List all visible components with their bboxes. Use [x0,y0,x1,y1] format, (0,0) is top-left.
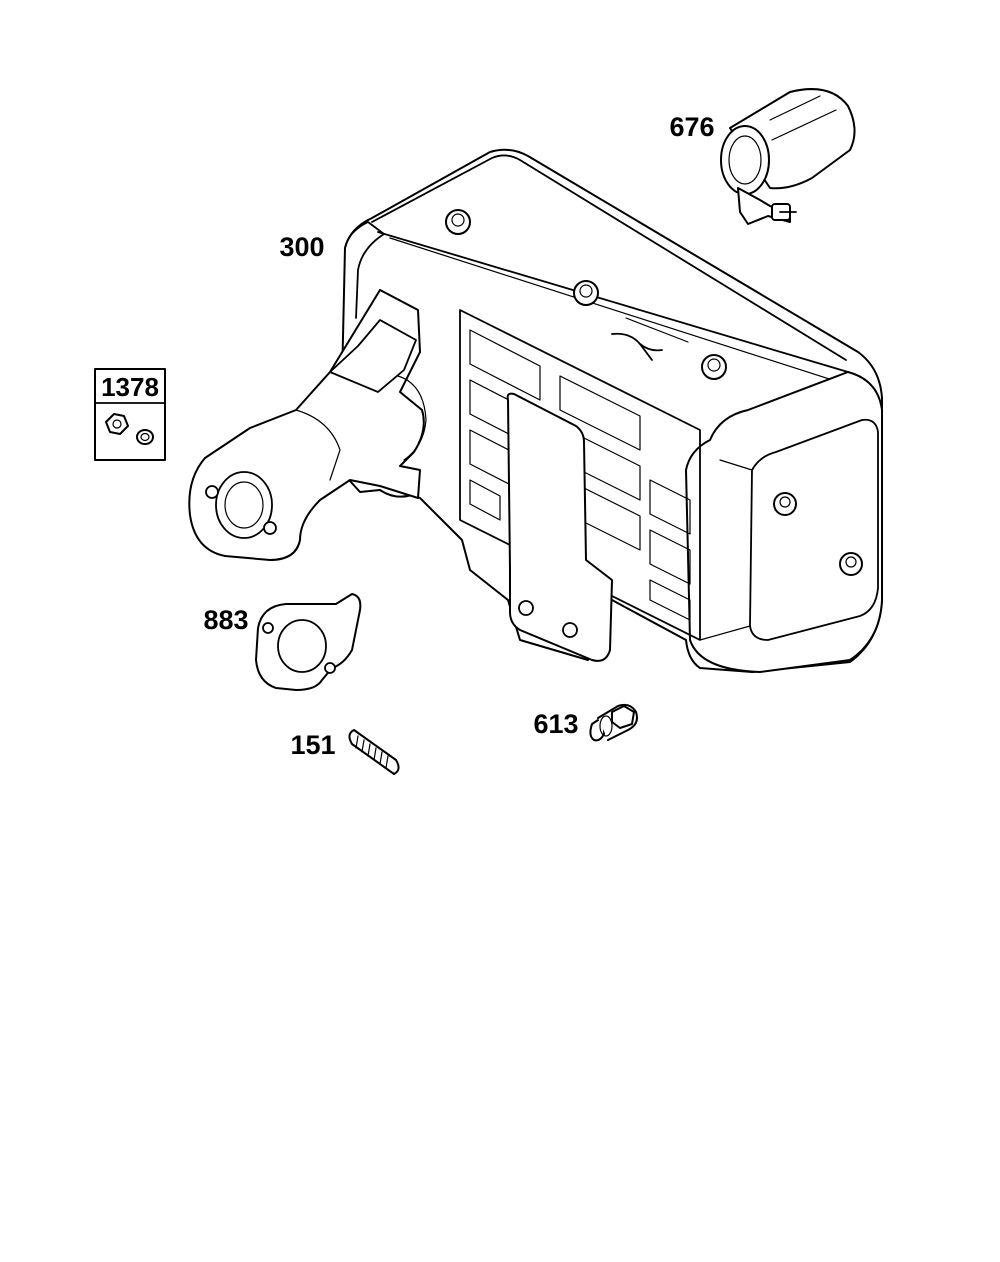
hex-nut-drawing [105,413,129,435]
stud-drawing[interactable] [348,729,400,775]
hot-surface-warning-icon [611,317,689,361]
callout-nut-kit: 1378 [101,372,159,402]
top-bolt-2 [573,280,599,306]
lock-washer-drawing [136,429,154,445]
end-bolt-1 [773,492,797,516]
callout-muffler: 300 [279,232,324,262]
top-bolt-3 [701,354,727,380]
exhaust-gasket-drawing[interactable] [255,593,362,691]
top-bolt-1 [445,209,471,235]
callout-spark-arrestor: 676 [669,112,714,142]
callout-screw: 613 [533,709,578,739]
flange-screw-drawing[interactable] [589,703,638,742]
nut-kit-box[interactable]: 1378 [94,368,166,461]
muffler-drawing[interactable] [188,148,883,673]
callout-gasket: 883 [203,605,248,635]
end-bolt-2 [839,552,863,576]
callout-stud: 151 [290,730,335,760]
spark-arrestor-drawing[interactable] [720,88,856,225]
